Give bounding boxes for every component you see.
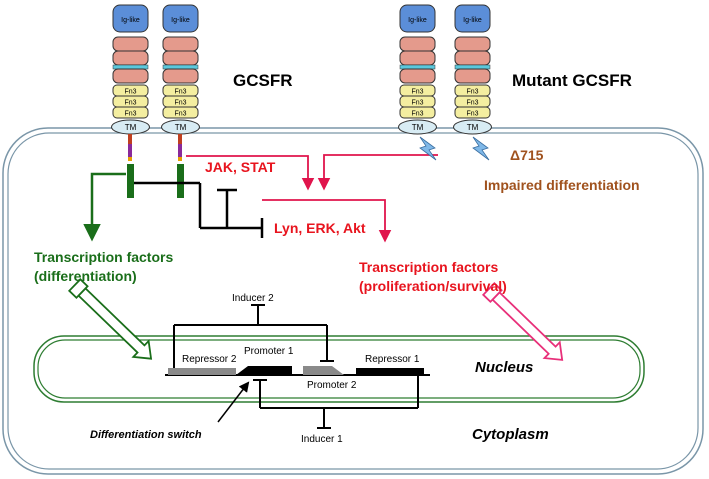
ig-like-domain: [162, 4, 199, 33]
gcsfr-receptor-1: Ig-like Fn3 Fn3 Fn3 TM: [111, 4, 150, 135]
svg-text:TM: TM: [412, 123, 424, 132]
cytoplasm-label: Cytoplasm: [472, 426, 549, 443]
svg-text:Fn3: Fn3: [466, 89, 478, 96]
receptor-tail-1: [127, 134, 134, 198]
differentiation-arrow: [83, 172, 126, 242]
promoter2: [303, 366, 344, 375]
svg-text:Ig-like: Ig-like: [463, 17, 482, 24]
svg-text:Ig-like: Ig-like: [408, 17, 427, 24]
svg-text:Fn3: Fn3: [124, 111, 136, 118]
svg-text:Fn3: Fn3: [411, 111, 423, 118]
tf-differentiation-line2: (differentiation): [34, 268, 137, 284]
mutant-gcsfr-label: Mutant GCSFR: [512, 71, 632, 90]
fn3-domain: [399, 106, 436, 119]
ig-like-domain: [112, 4, 149, 33]
nucleus-outer: [33, 335, 645, 403]
tm-domain: [398, 119, 437, 135]
tf-proliferation-line2: (proliferation/survival): [359, 278, 507, 294]
mutation-lightning-icon: [472, 136, 490, 161]
promoter1-label: Promoter 1: [244, 346, 294, 357]
cell-membrane-inner: [7, 132, 699, 470]
repressor1-label: Repressor 1: [365, 354, 420, 365]
hollow-arrow-green: [67, 278, 153, 360]
svg-text:Ig-like: Ig-like: [121, 17, 140, 24]
inhibition-lines: [134, 181, 264, 238]
repressor1-gene: [356, 368, 424, 375]
repressor1-inhibition: [253, 375, 419, 429]
svg-text:Fn3: Fn3: [174, 100, 186, 107]
mutation-lightning-icon: [419, 136, 437, 161]
inducer2-label: Inducer 2: [232, 293, 274, 304]
svg-text:TM: TM: [467, 123, 479, 132]
receptor-tail-2: [177, 134, 184, 198]
impaired-differentiation-label: Impaired differentiation: [484, 177, 640, 193]
repressor2-gene: [168, 368, 236, 375]
inducer1-label: Inducer 1: [301, 434, 343, 445]
fn3-domain: [162, 106, 199, 119]
svg-text:Fn3: Fn3: [124, 100, 136, 107]
fn3-domain: [112, 106, 149, 119]
ig-like-domain: [454, 4, 491, 33]
tm-domain: [453, 119, 492, 135]
signaling-arrows: [186, 154, 438, 243]
jak-stat-label: JAK, STAT: [205, 159, 276, 175]
genetic-toggle-switch: [165, 304, 430, 429]
svg-text:Fn3: Fn3: [466, 111, 478, 118]
nucleus-label: Nucleus: [475, 359, 533, 376]
promoter2-label: Promoter 2: [307, 380, 357, 391]
gcsfr-label: GCSFR: [233, 71, 293, 90]
repressor2-inhibition: [173, 304, 334, 368]
delta715-label: Δ715: [510, 147, 544, 163]
svg-text:Ig-like: Ig-like: [171, 17, 190, 24]
svg-text:Fn3: Fn3: [411, 89, 423, 96]
ig-like-domain: [399, 4, 436, 33]
svg-text:TM: TM: [175, 123, 187, 132]
mutant-receptor-2: Ig-like Fn3 Fn3 Fn3 TM: [453, 4, 492, 135]
repressor2-label: Repressor 2: [182, 354, 237, 365]
tf-differentiation-line1: Transcription factors: [34, 249, 173, 265]
promoter1: [236, 366, 292, 375]
svg-text:Fn3: Fn3: [466, 100, 478, 107]
cell-membrane-outer: [2, 127, 704, 475]
tf-proliferation-line1: Transcription factors: [359, 259, 498, 275]
differentiation-switch-label: Differentiation switch: [90, 429, 202, 441]
gcsfr-receptor-2: Ig-like Fn3 Fn3 Fn3 TM: [161, 4, 200, 135]
switch-pointer-arrow: [217, 381, 250, 423]
svg-text:Fn3: Fn3: [411, 100, 423, 107]
svg-text:Fn3: Fn3: [124, 89, 136, 96]
lyn-erk-akt-label: Lyn, ERK, Akt: [274, 220, 366, 236]
mutant-receptor-1: Ig-like Fn3 Fn3 Fn3 TM: [398, 4, 437, 135]
hollow-arrow-pink: [481, 282, 564, 361]
nucleus-inner: [37, 339, 641, 399]
svg-text:Fn3: Fn3: [174, 89, 186, 96]
fn3-domain: [454, 106, 491, 119]
svg-text:TM: TM: [125, 123, 137, 132]
svg-text:Fn3: Fn3: [174, 111, 186, 118]
